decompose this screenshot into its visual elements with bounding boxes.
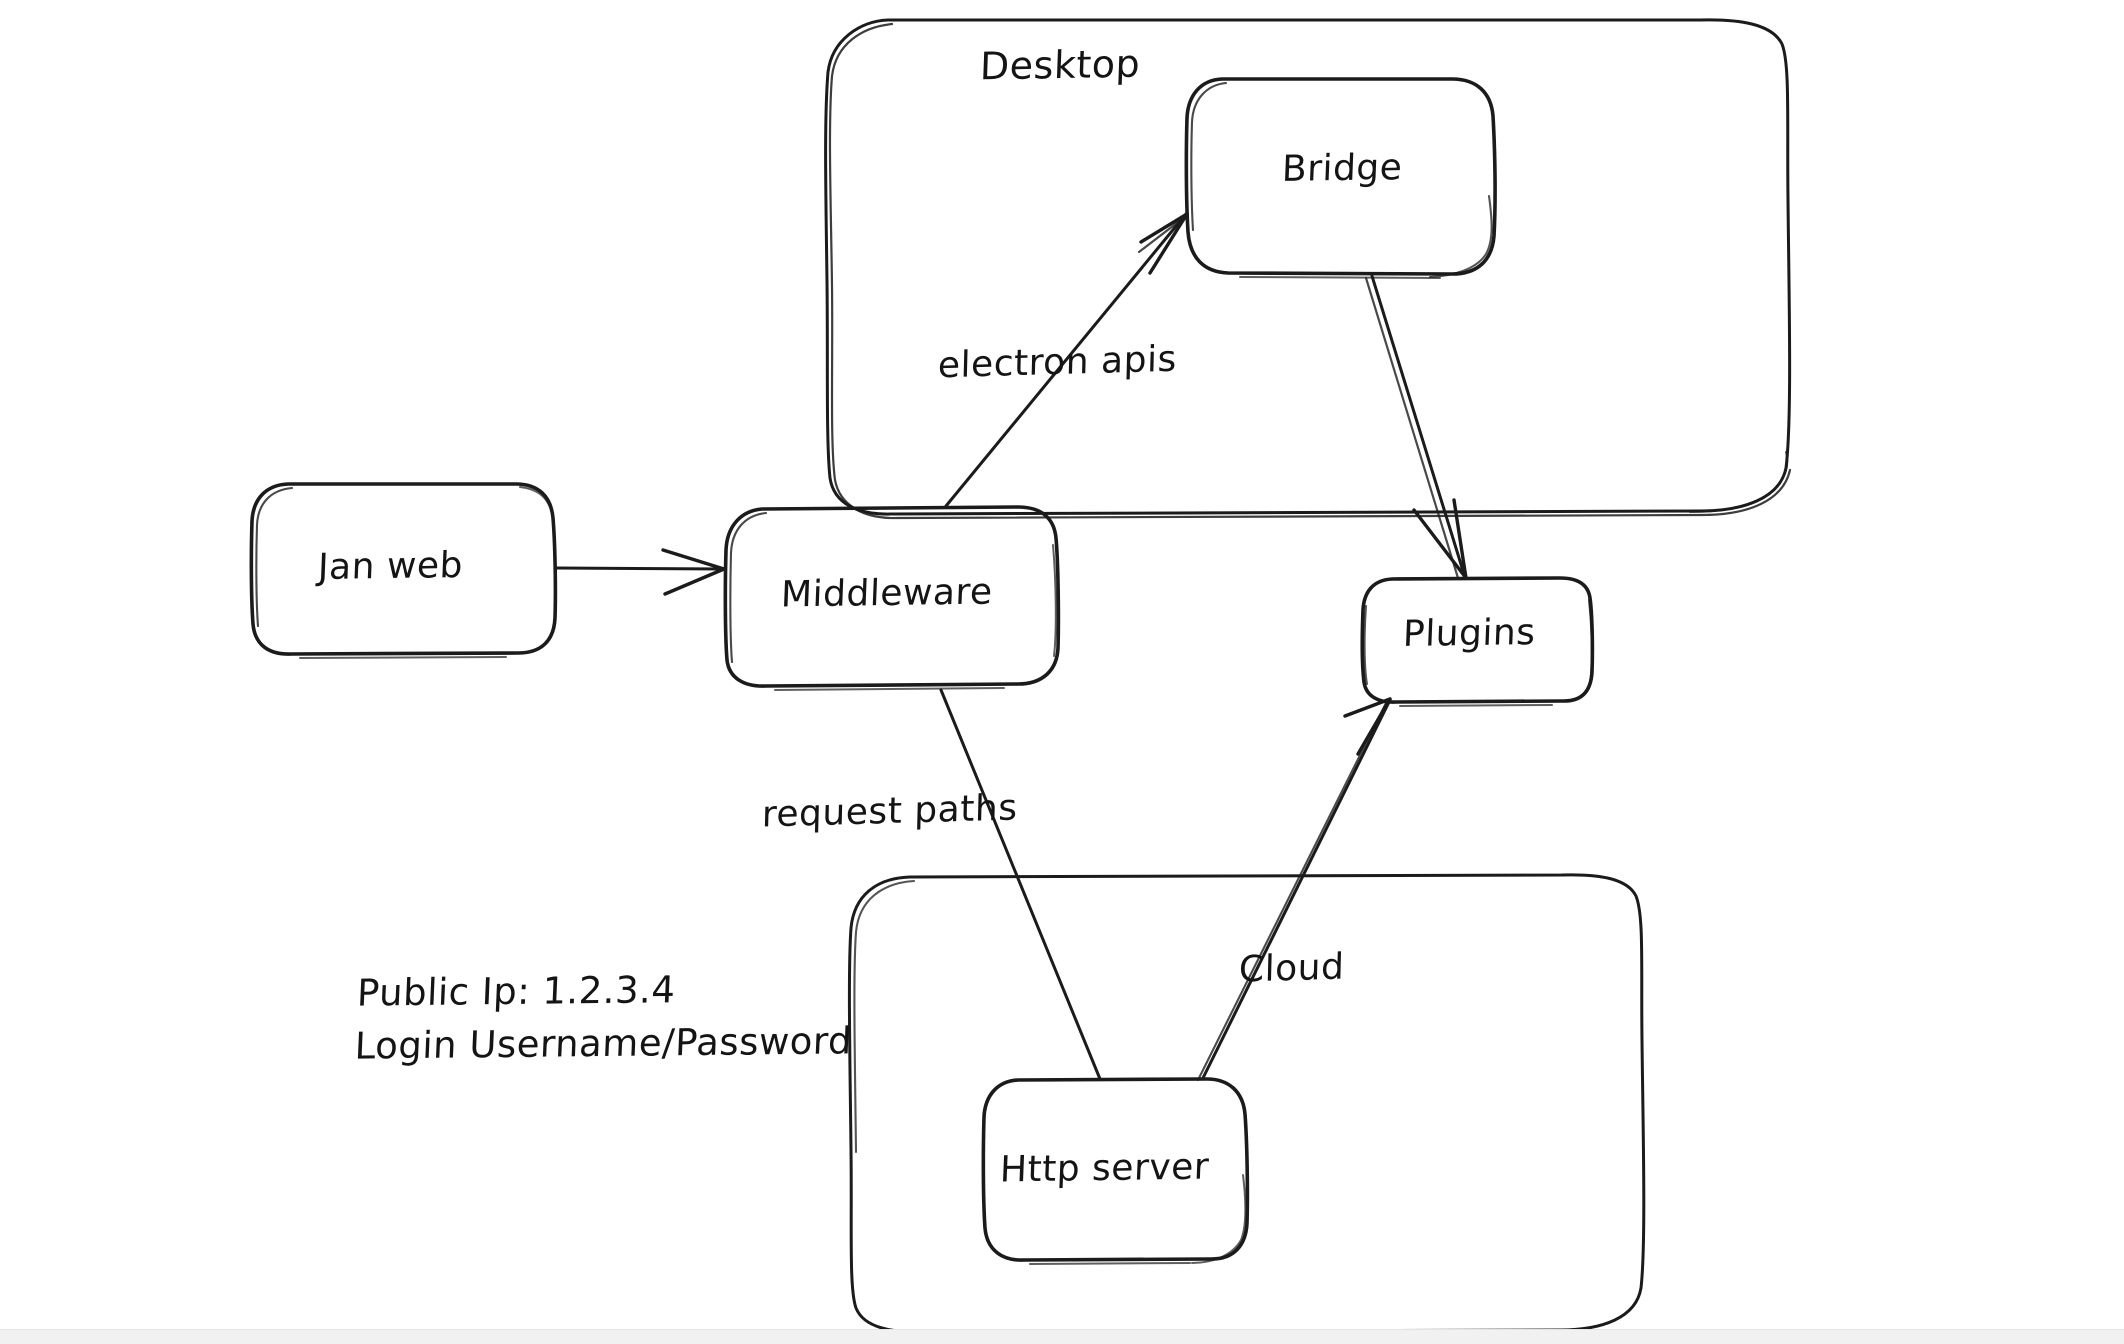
node-http-server-outline bbox=[981, 1077, 1250, 1265]
group-cloud-outline bbox=[847, 873, 1646, 1337]
node-label-http-server: Http server bbox=[999, 1146, 1210, 1191]
node-bridge-outline bbox=[1184, 77, 1497, 279]
edge-bridge-to-plugins bbox=[1364, 274, 1468, 580]
edge-label-electron-apis: electron apis bbox=[937, 338, 1178, 387]
node-middleware-outline bbox=[723, 505, 1061, 691]
edge-label-cloud: Cloud bbox=[1238, 946, 1345, 991]
node-plugins-outline bbox=[1360, 576, 1595, 707]
note-public-ip: Public Ip: 1.2.3.4 bbox=[356, 968, 677, 1015]
horizontal-scrollbar[interactable] bbox=[0, 1329, 2124, 1344]
node-label-jan-web: Jan web bbox=[317, 544, 464, 589]
node-label-middleware: Middleware bbox=[780, 571, 994, 616]
note-login: Login Username/Password bbox=[353, 1019, 853, 1068]
edge-label-request-paths: request paths bbox=[761, 787, 1019, 836]
edge-jan-web-to-middleware bbox=[554, 548, 726, 596]
edge-http-server-to-plugins bbox=[1196, 697, 1392, 1082]
note-block: Public Ip: 1.2.3.4 Login Username/Passwo… bbox=[354, 965, 855, 1068]
edge-middleware-to-bridge bbox=[944, 212, 1189, 508]
edge-http-server-to-middleware bbox=[939, 688, 1102, 1081]
group-desktop-corner-wobble bbox=[1689, 451, 1789, 513]
node-label-plugins: Plugins bbox=[1402, 612, 1537, 655]
node-jan-web-outline bbox=[249, 482, 558, 659]
group-desktop-outline bbox=[824, 18, 1792, 520]
group-label-desktop: Desktop bbox=[979, 41, 1142, 89]
node-label-bridge: Bridge bbox=[1281, 147, 1404, 190]
